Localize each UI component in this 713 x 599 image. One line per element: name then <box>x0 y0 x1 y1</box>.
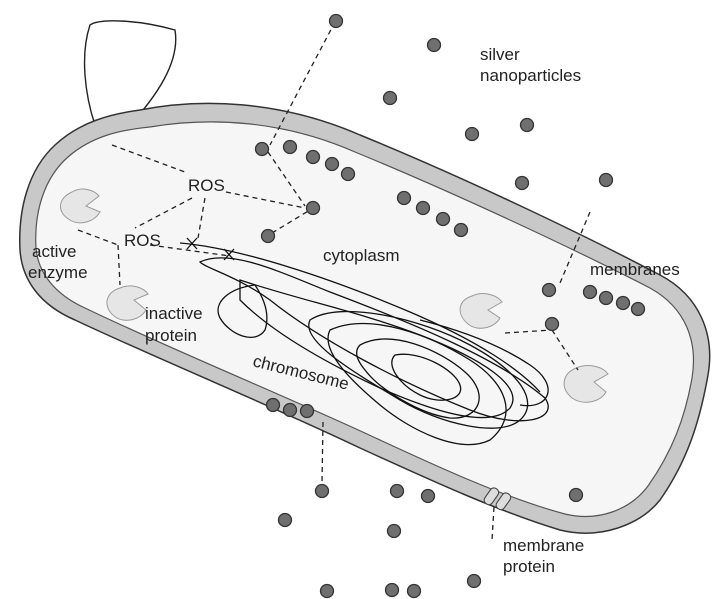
label-membrane-protein: protein <box>503 557 555 576</box>
nanoparticle <box>543 284 556 297</box>
nanoparticle <box>428 39 441 52</box>
label-inactive: inactive <box>145 304 203 323</box>
label-membrane: membrane <box>503 536 584 555</box>
nanoparticle <box>455 224 468 237</box>
nanoparticle <box>584 286 597 299</box>
nanoparticle <box>521 119 534 132</box>
nanoparticle <box>632 303 645 316</box>
nanoparticle <box>262 230 275 243</box>
label-cytoplasm: cytoplasm <box>323 246 400 265</box>
label-membranes: membranes <box>590 260 680 279</box>
nanoparticle <box>417 202 430 215</box>
nanoparticle <box>391 485 404 498</box>
nanoparticle <box>284 141 297 154</box>
nanoparticle <box>422 490 435 503</box>
nanoparticle <box>284 404 297 417</box>
nanoparticle <box>326 158 339 171</box>
nanoparticle <box>570 489 583 502</box>
nanoparticle <box>316 485 329 498</box>
nanoparticle <box>398 192 411 205</box>
nanoparticle <box>600 292 613 305</box>
label-silver: silver <box>480 45 520 64</box>
nanoparticle <box>466 128 479 141</box>
nanoparticle <box>321 585 334 598</box>
nanoparticle <box>301 405 314 418</box>
nanoparticle <box>388 525 401 538</box>
label-protein: protein <box>145 326 197 345</box>
nanoparticle <box>386 584 399 597</box>
nanoparticle <box>330 15 343 28</box>
label-ros-upper: ROS <box>188 176 225 195</box>
nanoparticle <box>307 202 320 215</box>
label-nanoparticles: nanoparticles <box>480 66 581 85</box>
nanoparticle <box>516 177 529 190</box>
label-active: active <box>32 242 76 261</box>
nanoparticle <box>256 143 269 156</box>
nanoparticle <box>600 174 613 187</box>
nanoparticle <box>617 297 630 310</box>
nanoparticle <box>307 151 320 164</box>
label-enzyme: enzyme <box>28 263 88 282</box>
nanoparticle <box>279 514 292 527</box>
nanoparticle <box>546 318 559 331</box>
nanoparticle <box>468 575 481 588</box>
nanoparticle <box>342 168 355 181</box>
label-ros-lower: ROS <box>124 231 161 250</box>
nanoparticle <box>408 585 421 598</box>
nanoparticle <box>437 213 450 226</box>
nanoparticle <box>384 92 397 105</box>
nanoparticle <box>267 399 280 412</box>
